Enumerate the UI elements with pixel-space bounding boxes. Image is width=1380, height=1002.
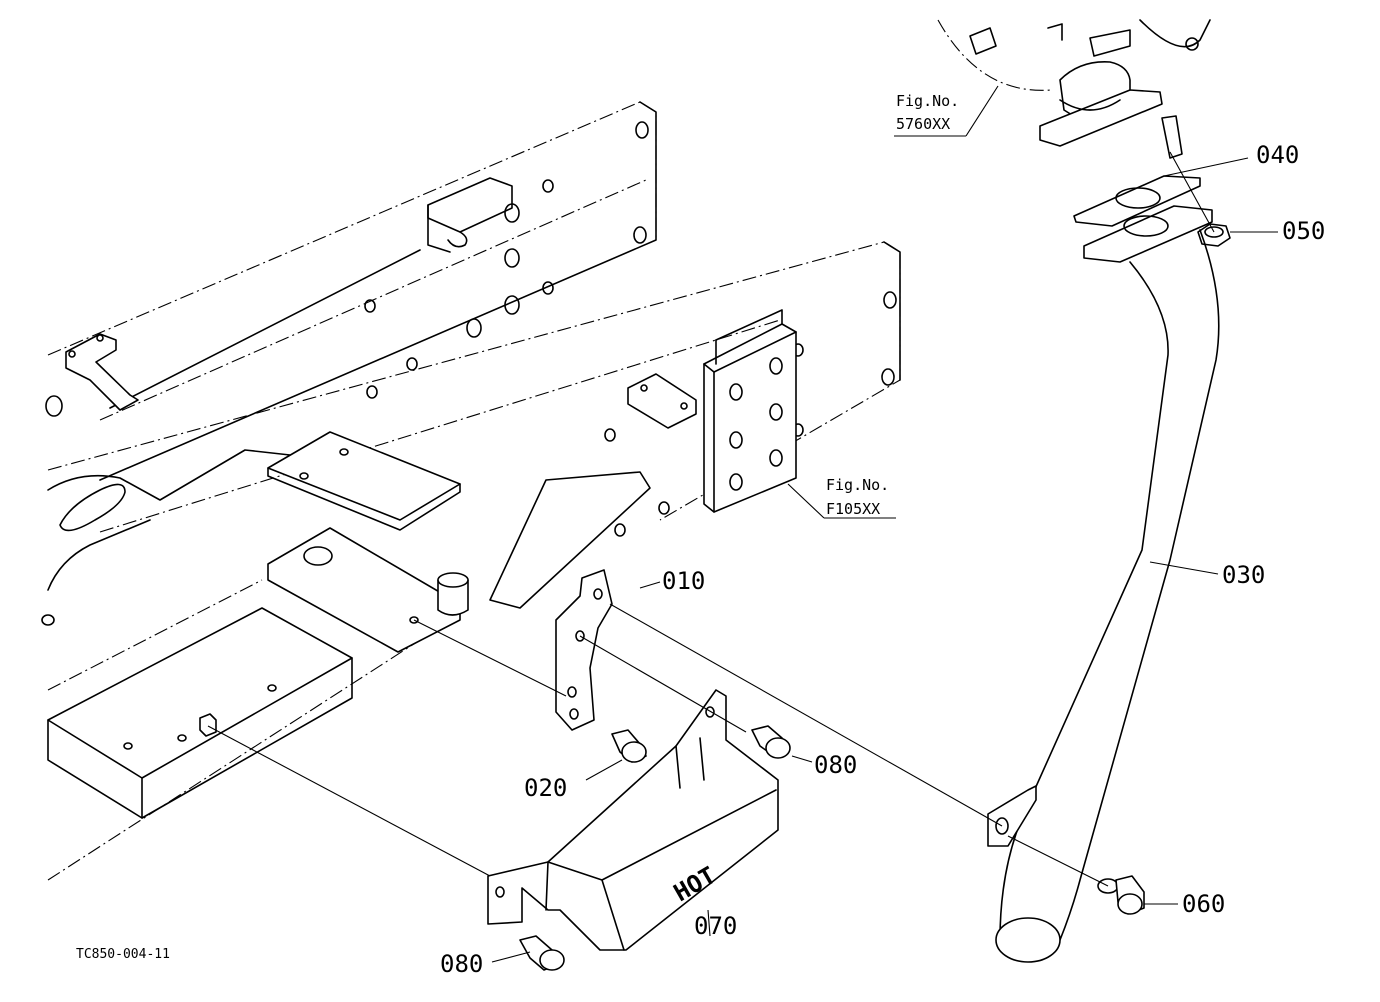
callout-010: 010 <box>662 567 705 595</box>
mount-block <box>703 309 797 513</box>
upper-frame-rail <box>47 101 657 481</box>
bolt-060 <box>1097 875 1145 915</box>
leader-lines <box>207 85 1278 963</box>
callout-070: 070 <box>694 912 737 940</box>
bracket-010 <box>555 569 613 731</box>
fig-ref-top-line1: Fig.No. <box>896 92 959 110</box>
fig-ref-mid-line2: F105XX <box>826 500 880 518</box>
bolt-080-upper <box>751 725 791 759</box>
bolt-080-lower <box>519 935 565 971</box>
part-callouts: 010 020 030 040 050 060 070 080 080 <box>440 141 1325 978</box>
lower-crossmember <box>41 527 469 881</box>
nut-050 <box>1197 223 1231 247</box>
callout-080-upper: 080 <box>814 751 857 779</box>
heat-shield-070: HOT <box>487 689 779 951</box>
callout-040: 040 <box>1256 141 1299 169</box>
lower-frame-rail <box>45 241 901 609</box>
exhaust-pipe-030 <box>987 205 1220 963</box>
callout-050: 050 <box>1282 217 1325 245</box>
fig-ref-top-line2: 5760XX <box>896 115 950 133</box>
callout-020: 020 <box>524 774 567 802</box>
callout-030: 030 <box>1222 561 1265 589</box>
callout-080-lower: 080 <box>440 950 483 978</box>
drawing-code: TC850-004-11 <box>76 947 170 962</box>
figure-references: Fig.No. 5760XX Fig.No. F105XX <box>826 92 959 518</box>
callout-060: 060 <box>1182 890 1225 918</box>
bolt-020 <box>611 729 647 763</box>
fig-ref-mid-line1: Fig.No. <box>826 476 889 494</box>
muffler-housing <box>937 19 1211 159</box>
